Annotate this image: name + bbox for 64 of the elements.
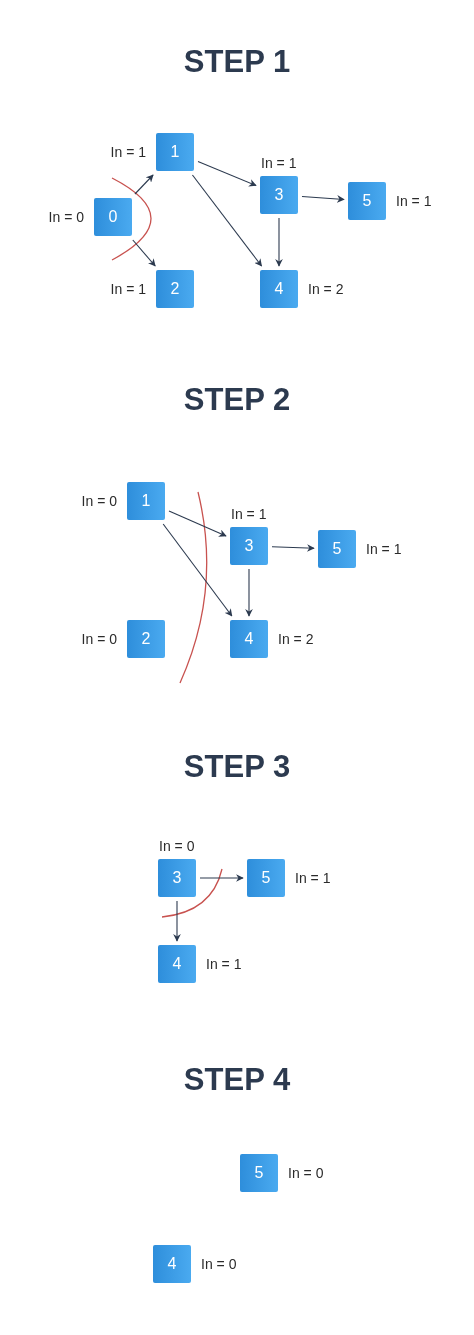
node-box bbox=[240, 1154, 278, 1192]
arrow bbox=[134, 174, 154, 195]
node-box bbox=[260, 176, 298, 214]
in-degree-label: In = 2 bbox=[308, 280, 344, 298]
node-box bbox=[127, 482, 165, 520]
in-degree-label: In = 1 bbox=[261, 154, 297, 172]
arrow bbox=[197, 160, 257, 187]
arrow bbox=[199, 874, 244, 882]
node-box bbox=[156, 270, 194, 308]
step-heading: STEP 1 bbox=[183, 44, 291, 80]
node-number: 2 bbox=[141, 630, 151, 648]
node-number: 4 bbox=[172, 955, 182, 973]
node-number: 0 bbox=[108, 208, 118, 226]
arrow bbox=[245, 568, 253, 617]
node-number: 5 bbox=[261, 869, 271, 887]
node-box bbox=[247, 859, 285, 897]
arrow bbox=[168, 510, 227, 537]
node-number: 4 bbox=[244, 630, 254, 648]
node-box bbox=[153, 1245, 191, 1283]
arrow bbox=[162, 523, 233, 617]
node-number: 3 bbox=[274, 186, 284, 204]
arrow bbox=[275, 217, 283, 267]
node-number: 1 bbox=[170, 143, 180, 161]
in-degree-label: In = 1 bbox=[366, 540, 402, 558]
in-degree-label: In = 0 bbox=[81, 630, 117, 648]
step-heading: STEP 3 bbox=[183, 749, 291, 785]
in-degree-label: In = 0 bbox=[201, 1255, 237, 1273]
node-box bbox=[230, 620, 268, 658]
arrow bbox=[173, 900, 181, 942]
node-number: 1 bbox=[141, 492, 151, 510]
in-degree-label: In = 1 bbox=[206, 955, 242, 973]
node-box bbox=[348, 182, 386, 220]
step-heading: STEP 2 bbox=[183, 382, 291, 418]
node-number: 5 bbox=[254, 1164, 264, 1182]
node-number: 3 bbox=[172, 869, 182, 887]
in-degree-label: In = 2 bbox=[278, 630, 314, 648]
node-number: 5 bbox=[362, 192, 372, 210]
arrow bbox=[301, 195, 345, 203]
in-degree-label: In = 1 bbox=[396, 192, 432, 210]
step-heading: STEP 4 bbox=[183, 1062, 291, 1098]
arrow bbox=[132, 239, 156, 267]
node-box bbox=[260, 270, 298, 308]
arrow bbox=[191, 174, 263, 267]
node-box bbox=[156, 133, 194, 171]
node-box bbox=[230, 527, 268, 565]
arrow bbox=[271, 544, 315, 552]
in-degree-label: In = 0 bbox=[288, 1164, 324, 1182]
node-box bbox=[94, 198, 132, 236]
in-degree-label: In = 1 bbox=[110, 280, 146, 298]
node-number: 4 bbox=[167, 1255, 177, 1273]
node-box bbox=[318, 530, 356, 568]
in-degree-label: In = 1 bbox=[110, 143, 146, 161]
node-number: 5 bbox=[332, 540, 342, 558]
node-number: 2 bbox=[170, 280, 180, 298]
in-degree-label: In = 1 bbox=[231, 505, 267, 523]
in-degree-label: In = 0 bbox=[159, 837, 195, 855]
node-number: 3 bbox=[244, 537, 254, 555]
in-degree-label: In = 1 bbox=[295, 869, 331, 887]
in-degree-label: In = 0 bbox=[81, 492, 117, 510]
node-number: 4 bbox=[274, 280, 284, 298]
in-degree-label: In = 0 bbox=[48, 208, 84, 226]
node-box bbox=[158, 945, 196, 983]
node-box bbox=[127, 620, 165, 658]
node-box bbox=[158, 859, 196, 897]
